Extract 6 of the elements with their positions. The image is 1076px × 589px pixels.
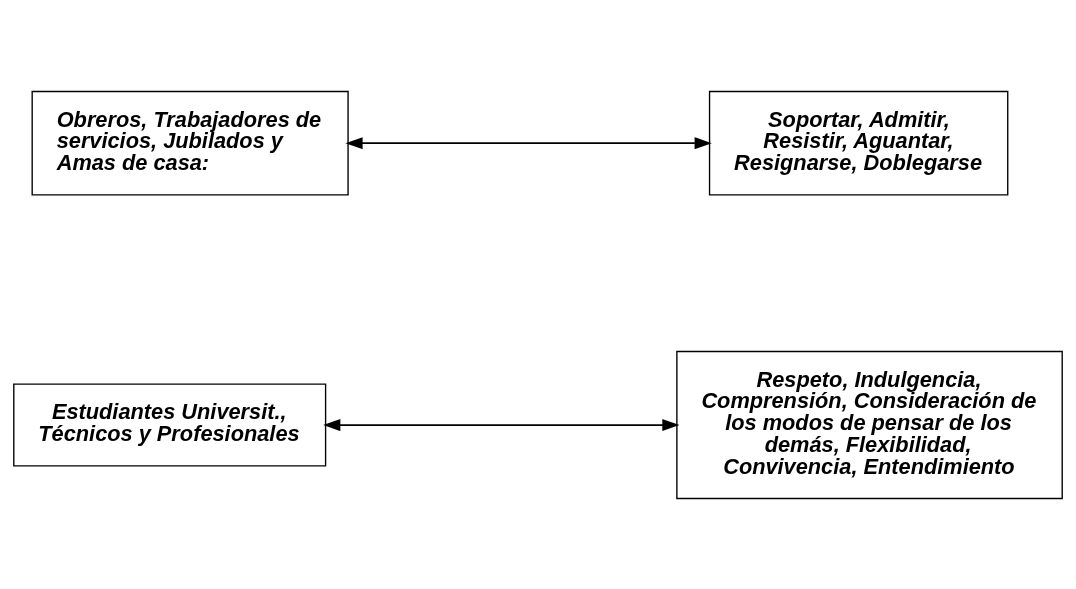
arrow xyxy=(323,418,680,431)
arrow xyxy=(345,136,712,149)
node-box: Soportar, Admitir, Resistir, Aguantar, Resignarse, Doblegarse xyxy=(708,90,1009,196)
node-box: Obreros, Trabajadores de servicios, Jubilados y Amas de casa: xyxy=(31,90,349,196)
node-box: Estudiantes Universit., Técnicos y Profesionales xyxy=(13,383,327,467)
node-box: Respeto, Indulgencia, Comprensión, Consideración de los modos de pensar de los demás, Flexibilidad, Convivencia, Entendimiento xyxy=(676,350,1063,499)
